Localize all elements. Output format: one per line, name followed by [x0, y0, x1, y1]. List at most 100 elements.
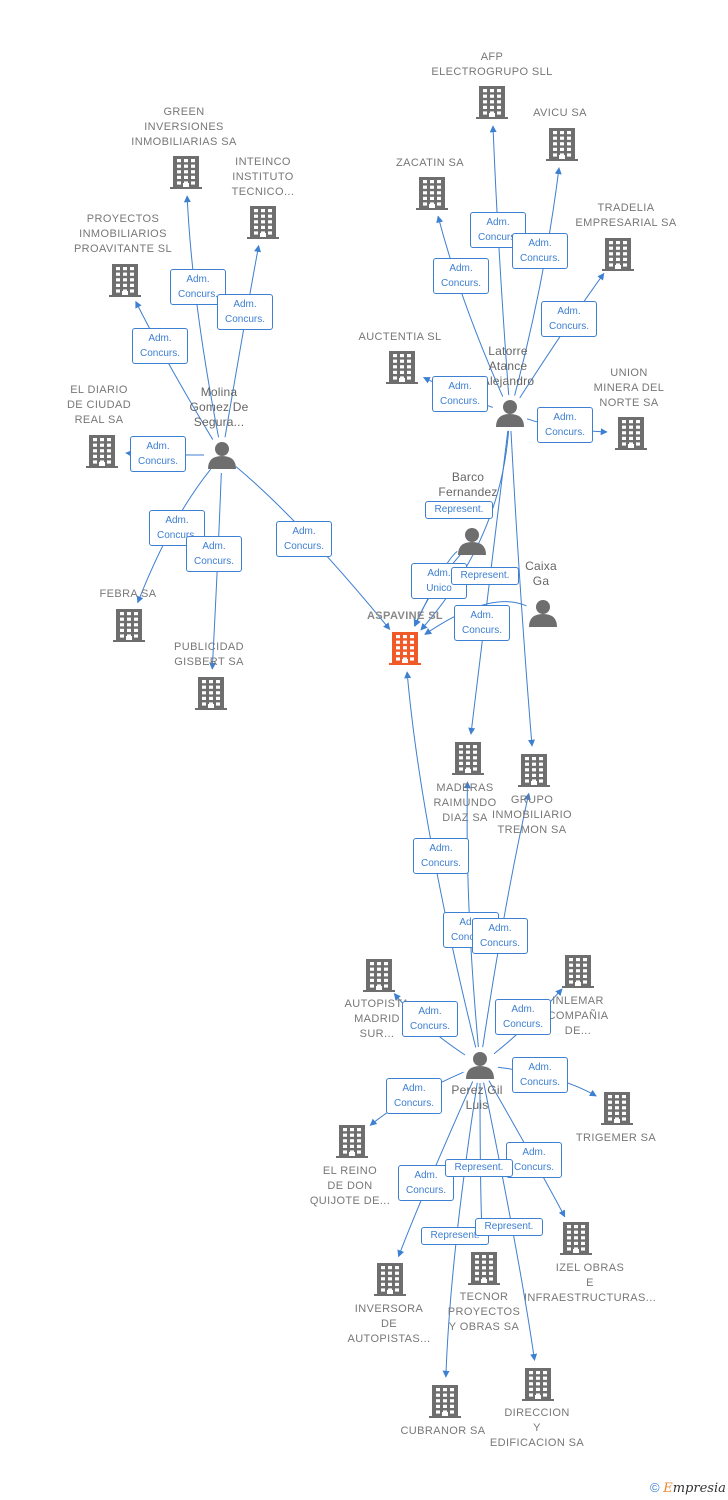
relation-chip-adm-concurs[interactable]: Adm. Concurs. [149, 510, 205, 546]
node-label-inversora[interactable]: INVERSORA DE AUTOPISTAS... [347, 1303, 431, 1345]
copyright-icon: © [650, 1480, 660, 1495]
building-icon[interactable] [546, 128, 578, 161]
building-icon[interactable] [416, 177, 448, 210]
person-icon[interactable] [466, 1052, 494, 1079]
node-label-auctentia[interactable]: AUCTENTIA SL [358, 331, 442, 343]
building-icon[interactable] [113, 609, 145, 642]
relation-chip-represent[interactable]: Represent. [445, 1159, 513, 1177]
relation-chip-represent[interactable]: Represent. [421, 1227, 489, 1245]
node-label-tradelia[interactable]: TRADELIA EMPRESARIAL SA [575, 202, 677, 229]
brand-initial: E [663, 1481, 673, 1496]
relation-chip-adm-concurs[interactable]: Adm. Concurs. [413, 838, 469, 874]
node-label-union[interactable]: UNION MINERA DEL NORTE SA [593, 367, 665, 409]
building-icon[interactable] [336, 1125, 368, 1158]
node-label-proyectos[interactable]: PROYECTOS INMOBILIARIOS PROAVITANTE SL [73, 213, 173, 255]
relation-chip-adm-concurs[interactable]: Adm. Concurs. [512, 1057, 568, 1093]
building-icon[interactable] [374, 1263, 406, 1296]
relation-chip-adm-concurs[interactable]: Adm. Concurs. [170, 269, 226, 305]
node-label-tecnor[interactable]: TECNOR PROYECTOS Y OBRAS SA [447, 1291, 521, 1333]
relation-chip-adm-concurs[interactable]: Adm. Concurs. [186, 536, 242, 572]
node-label-zacatin[interactable]: ZACATIN SA [396, 157, 464, 169]
building-icon[interactable] [170, 156, 202, 189]
node-label-latorre[interactable]: Latorre Atance Alejandro [481, 344, 535, 388]
building-icon[interactable] [522, 1368, 554, 1401]
edge-latorre-maderas [468, 430, 509, 735]
building-icon[interactable] [363, 959, 395, 992]
building-icon[interactable] [562, 955, 594, 988]
node-label-molina[interactable]: Molina Gomez De Segura... [189, 385, 249, 429]
relation-chip-adm-concurs[interactable]: Adm. Concurs. [130, 436, 186, 472]
relation-chip-adm-concurs[interactable]: Adm. Concurs. [398, 1165, 454, 1201]
relation-chip-represent[interactable]: Represent. [425, 501, 493, 519]
relation-chip-adm-concurs[interactable]: Adm. Concurs. [386, 1078, 442, 1114]
relation-chip-adm-concurs[interactable]: Adm. Concurs. [217, 294, 273, 330]
node-label-direccion[interactable]: DIRECCION Y EDIFICACION SA [489, 1407, 585, 1449]
relation-chip-adm-concurs[interactable]: Adm. Concurs. [402, 1001, 458, 1037]
edge-perez-maderas [463, 781, 479, 1048]
node-label-barco[interactable]: Barco Fernandez [438, 470, 498, 499]
node-label-maderas[interactable]: MADERAS RAIMUNDO DIAZ SA [433, 782, 497, 824]
building-icon[interactable] [386, 351, 418, 384]
brand-name: mpresia [672, 1481, 726, 1496]
node-label-trigemer[interactable]: TRIGEMER SA [575, 1132, 657, 1144]
brand-footer: © Empresia [650, 1480, 726, 1496]
node-label-inlemar[interactable]: INLEMAR COMPAÑIA DE... [547, 995, 609, 1037]
edge-latorre-zacatin [436, 215, 504, 397]
node-label-grupo[interactable]: GRUPO INMOBILIARIO TREMON SA [492, 794, 572, 836]
relation-chip-adm-concurs[interactable]: Adm. Concurs. [432, 376, 488, 412]
edge-latorre-grupo [510, 430, 536, 747]
building-icon[interactable] [615, 417, 647, 450]
building-icon[interactable] [247, 206, 279, 239]
building-icon[interactable] [560, 1222, 592, 1255]
edge-molina-inteinco [224, 244, 261, 438]
node-label-inteinco[interactable]: INTEINCO INSTITUTO TECNICO... [231, 156, 295, 198]
building-icon[interactable] [429, 1385, 461, 1418]
building-icon[interactable] [109, 264, 141, 297]
relation-chip-adm-concurs[interactable]: Adm. Concurs. [276, 521, 332, 557]
relation-chip-adm-concurs[interactable]: Adm. Concurs. [541, 301, 597, 337]
node-label-aspavine[interactable]: ASPAVINE SL [366, 610, 444, 622]
relation-chip-represent[interactable]: Represent. [451, 567, 519, 585]
node-label-cubranor[interactable]: CUBRANOR SA [400, 1425, 486, 1437]
building-icon[interactable] [602, 238, 634, 271]
building-icon[interactable] [452, 742, 484, 775]
edge-latorre-aspavine [420, 430, 510, 631]
node-label-perez[interactable]: Perez Gil Luis [451, 1083, 503, 1112]
person-icon[interactable] [208, 442, 236, 469]
building-icon[interactable] [476, 86, 508, 119]
node-label-reino[interactable]: EL REINO DE DON QUIJOTE DE... [309, 1165, 391, 1207]
node-label-izel[interactable]: IZEL OBRAS E INFRAESTRUCTURAS... [523, 1262, 657, 1304]
building-icon[interactable] [601, 1092, 633, 1125]
building-icon[interactable] [195, 677, 227, 710]
node-label-afp[interactable]: AFP ELECTROGRUPO SLL [431, 51, 553, 78]
node-label-febra[interactable]: FEBRA SA [99, 588, 157, 600]
node-label-publicidad[interactable]: PUBLICIDAD GISBERT SA [173, 641, 245, 668]
relation-chip-adm-concurs[interactable]: Adm. Concurs. [454, 605, 510, 641]
building-icon[interactable] [518, 754, 550, 787]
edge-molina-proyectos [135, 300, 214, 440]
node-label-diario[interactable]: EL DIARIO DE CIUDAD REAL SA [66, 384, 132, 426]
person-icon[interactable] [496, 400, 524, 427]
relation-chip-adm-concurs[interactable]: Adm. Concurs. [132, 328, 188, 364]
edge-latorre-afp [489, 125, 510, 396]
relation-chip-adm-concurs[interactable]: Adm. Concurs. [537, 407, 593, 443]
node-label-avicu[interactable]: AVICU SA [533, 107, 587, 119]
node-label-autopista[interactable]: AUTOPISTA MADRID SUR... [344, 998, 410, 1040]
person-icon[interactable] [529, 600, 557, 627]
relation-chip-represent[interactable]: Represent. [475, 1218, 543, 1236]
node-label-caixa[interactable]: Caixa Ga [525, 559, 557, 588]
relation-chip-adm-concurs[interactable]: Adm. Concurs. [506, 1142, 562, 1178]
edge-perez-direccion [483, 1082, 538, 1361]
relation-chip-adm-concurs[interactable]: Adm. Concurs. [472, 918, 528, 954]
relation-chip-adm-concurs[interactable]: Adm. Concurs. [433, 258, 489, 294]
node-label-green[interactable]: GREEN INVERSIONES INMOBILIARIAS SA [131, 106, 237, 148]
relation-chip-adm-concurs[interactable]: Adm. Concurs. [495, 999, 551, 1035]
building-icon[interactable] [86, 435, 118, 468]
edge-perez-grupo [482, 792, 531, 1048]
building-icon[interactable] [468, 1252, 500, 1285]
relation-chip-adm-concurs[interactable]: Adm. Concurs. [512, 233, 568, 269]
building-icon[interactable] [389, 632, 421, 665]
person-icon[interactable] [458, 528, 486, 555]
